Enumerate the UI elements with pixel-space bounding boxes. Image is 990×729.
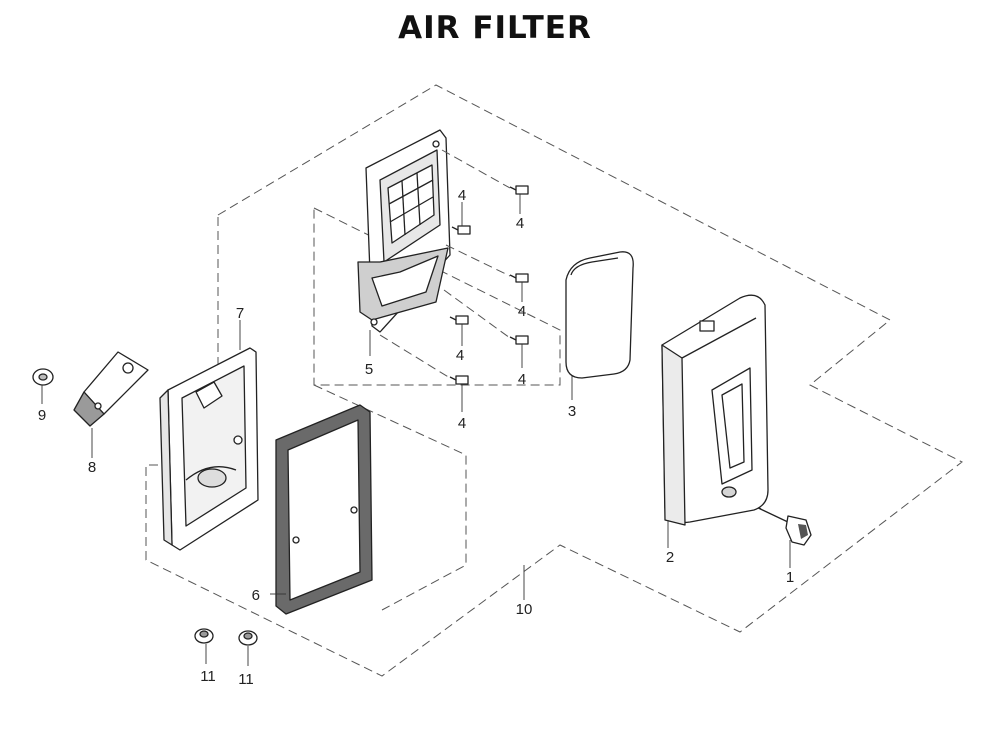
- callout-11-a: 11: [200, 668, 216, 685]
- gasket-icon: [275, 404, 373, 615]
- callout-8: 8: [88, 459, 96, 476]
- callout-4-f: 4: [458, 415, 466, 432]
- screw-alignment-lines: [379, 149, 511, 379]
- leader-lines: [41, 194, 791, 666]
- nut-icon: [32, 368, 54, 386]
- flange-nut-icon: [194, 628, 258, 646]
- callout-1: 1: [786, 569, 794, 586]
- air-cleaner-cover-icon: [661, 294, 769, 526]
- callout-11-b: 11: [238, 671, 254, 688]
- callout-4-d: 4: [456, 347, 464, 364]
- callout-9: 9: [38, 407, 46, 424]
- bracket-icon: [73, 351, 149, 427]
- page-title: AIR FILTER: [398, 10, 592, 46]
- callout-4-c: 4: [518, 303, 526, 320]
- callout-3: 3: [568, 403, 576, 420]
- callout-7: 7: [236, 305, 244, 322]
- filter-element-icon: [565, 251, 634, 379]
- gasket-region-outline: [313, 384, 467, 611]
- inner-group-outline: [313, 207, 561, 386]
- callout-5: 5: [365, 361, 373, 378]
- filter-case-icon: [357, 129, 451, 333]
- callout-4-b: 4: [516, 215, 524, 232]
- air-cleaner-base-icon: [159, 347, 259, 551]
- assembly-10-outline: [145, 84, 963, 677]
- callout-6: 6: [252, 587, 260, 604]
- callout-2: 2: [666, 549, 674, 566]
- callout-10: 10: [516, 601, 533, 618]
- callout-4-e: 4: [518, 371, 526, 388]
- callout-4-a: 4: [458, 187, 466, 204]
